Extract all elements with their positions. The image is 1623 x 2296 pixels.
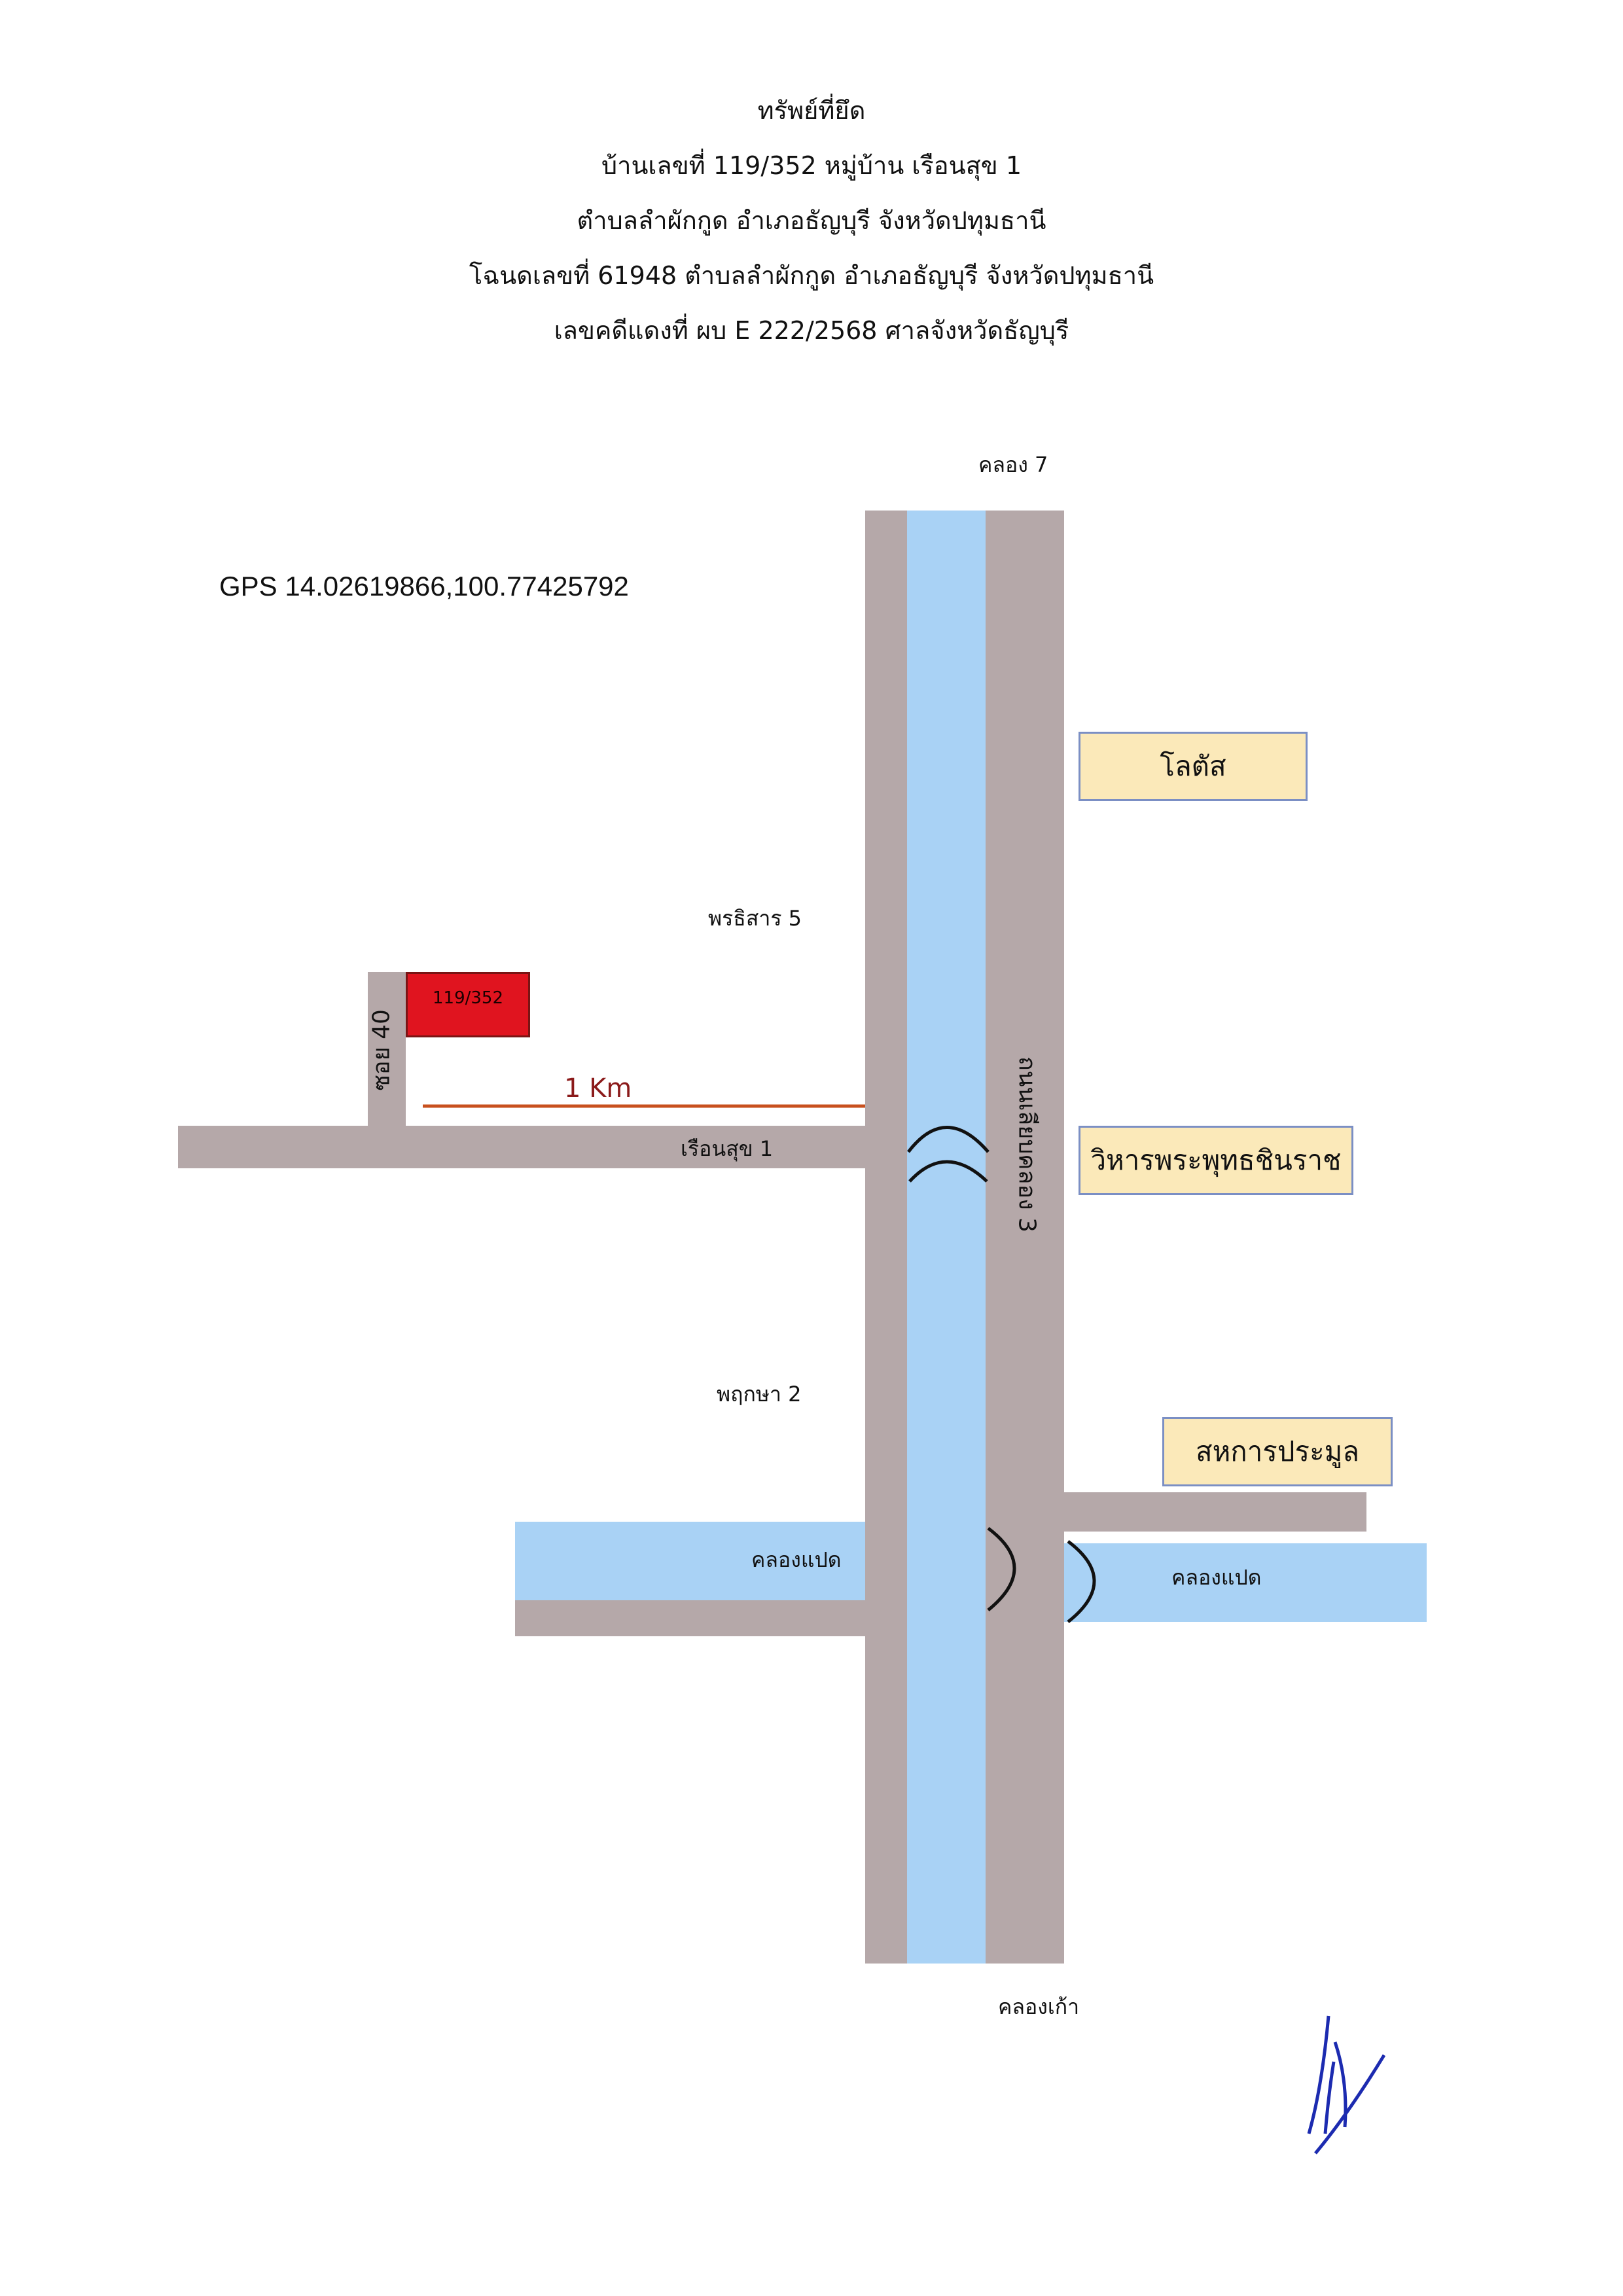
house-marker: 119/352: [406, 972, 530, 1037]
ruen-suk-road: [178, 1126, 865, 1168]
village-label-south: พฤกษา 2: [717, 1382, 802, 1407]
canal-label-west: คลองแปด: [751, 1547, 842, 1572]
header-district: ตำบลลำผักกูด อำเภอธัญบุรี จังหวัดปทุมธาน…: [577, 206, 1046, 235]
landmark-lotus: โลตัส: [1079, 732, 1308, 801]
north-direction-label: คลอง 7: [978, 452, 1048, 477]
main-road-label: ถนนเลียบคลอง 3: [1013, 1056, 1041, 1232]
bridge-arc-east: [1067, 1540, 1096, 1623]
landmark-cooperative: สหการประมูล: [1162, 1417, 1393, 1486]
landmark-temple: วิหารพระพุทธชินราช: [1079, 1126, 1353, 1195]
klong-paet-canal-east: [1064, 1543, 1427, 1622]
side-road-label: เรือนสุข 1: [681, 1136, 774, 1161]
bridge-arc-north: [907, 1126, 990, 1153]
house-number: 119/352: [432, 988, 503, 1008]
canal-label-east: คลองแปด: [1171, 1565, 1262, 1590]
gps-coordinates: GPS 14.02619866,100.77425792: [219, 571, 629, 601]
road-below-canal-west: [515, 1600, 865, 1636]
klong-3-canal: [907, 511, 986, 1964]
bridge-arc-west: [987, 1527, 1016, 1611]
distance-label: 1 Km: [564, 1073, 632, 1103]
soi-label: ซอย 40: [368, 1009, 395, 1091]
village-label-north: พรธิสาร 5: [708, 906, 802, 931]
header-case-number: เลขคดีแดงที่ ผบ E 222/2568 ศาลจังหวัดธัญ…: [554, 316, 1069, 345]
document-header: ทรัพย์ที่ยึด บ้านเลขที่ 119/352 หมู่บ้าน…: [0, 98, 1623, 373]
south-direction-label: คลองเก้า: [998, 1994, 1080, 2019]
main-road-east: [986, 511, 1064, 1964]
signature-mark: [1307, 2015, 1386, 2155]
header-title-deed: โฉนดเลขที่ 61948 ตำบลลำผักกูด อำเภอธัญบุ…: [469, 261, 1154, 290]
soi-40-road: [368, 972, 406, 1129]
header-title: ทรัพย์ที่ยึด: [757, 96, 866, 125]
klong-paet-canal-west: [515, 1522, 865, 1600]
road-above-canal-east: [1064, 1492, 1366, 1532]
bridge-arc-south: [908, 1160, 988, 1183]
main-road-west: [865, 511, 907, 1964]
header-address: บ้านเลขที่ 119/352 หมู่บ้าน เรือนสุข 1: [601, 151, 1022, 180]
